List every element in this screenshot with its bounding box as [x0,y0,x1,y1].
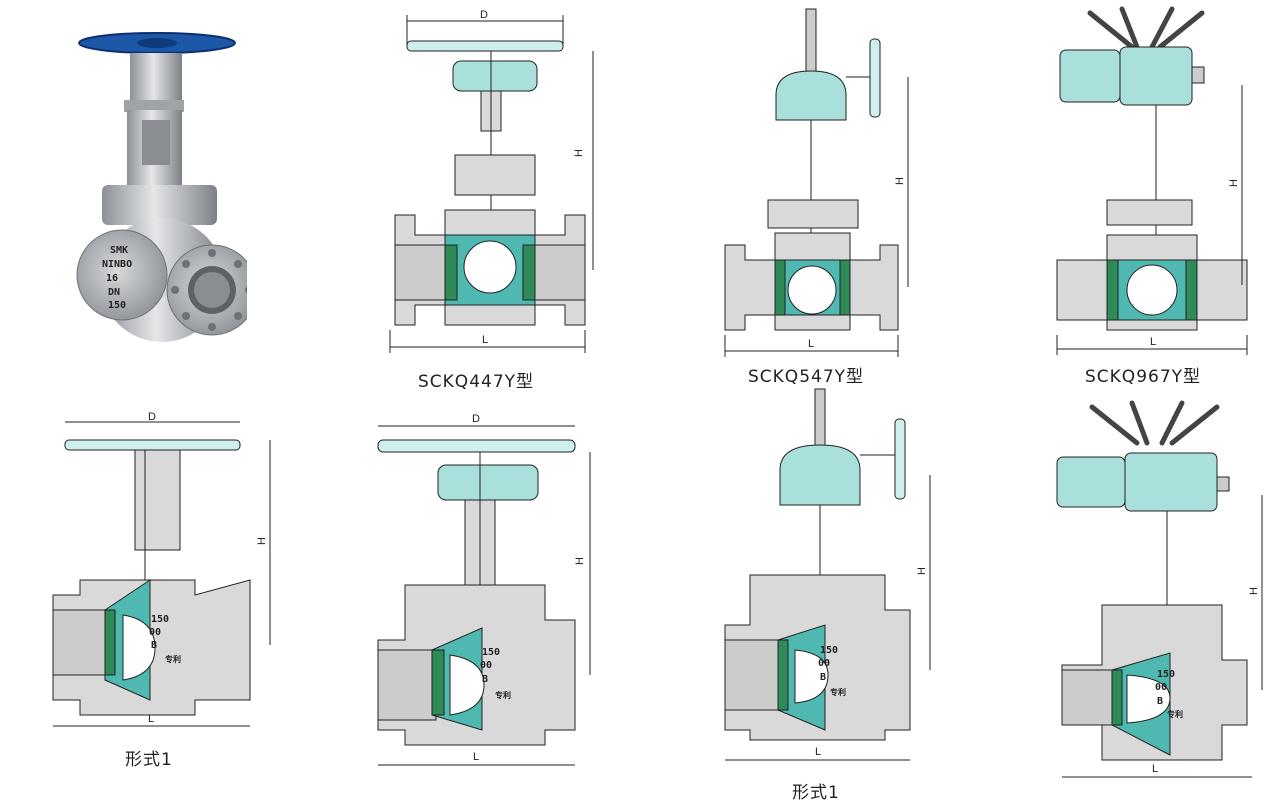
dim-l-label: L [482,334,488,346]
stamp-line-4: 专利 [830,687,846,697]
drawing-form1-large-handwheel: D 150 00 B 专利 H L [377,413,591,766]
dim-h-label: H [573,149,585,157]
drawing-electric-actuator: 150 00 B 专利 H L [1056,400,1263,778]
stamp-line-2: 00 [149,627,161,638]
caption-sckq547y: SCKQ547Y型 [748,367,865,387]
stamp-line-1: 150 [1157,669,1175,680]
drawing-sckq447y: D H L [389,9,594,353]
drawing-form1-handwheel: D 150 00 B 专利 H L [52,411,271,727]
gearbox-handwheel [869,38,881,118]
inlet-flange [76,229,168,321]
dim-h-label: H [574,557,586,565]
electric-motor [1059,49,1121,103]
drawing-sckq967y: H L [1056,6,1248,355]
stamp-line-4: 专利 [1167,709,1183,719]
dim-l-label: L [808,338,814,350]
nameplate-line-1: SMK [110,245,128,256]
dim-l-label: L [473,751,479,763]
caption-form1-right: 形式1 [792,783,840,803]
nameplate-line-5: 150 [108,300,126,311]
caption-sckq967y: SCKQ967Y型 [1085,367,1202,387]
stamp-line-1: 150 [820,645,838,656]
nameplate-line-3: 16 [106,273,118,284]
dim-d-label: D [480,9,488,21]
dim-l-label: L [1150,336,1156,348]
dim-h-label: H [256,537,268,545]
stamp-line-3: B [151,640,157,651]
stamp-line-4: 专利 [165,654,181,664]
stamp-line-1: 150 [151,614,169,625]
caption-sckq447y: SCKQ447Y型 [418,372,535,392]
drawing-form1-gearbox: 150 00 B 专利 H L [724,388,931,761]
caption-form1-left: 形式1 [125,750,173,770]
stamp-line-2: 00 [480,660,492,671]
handwheel [64,439,241,451]
electric-motor [1056,456,1126,508]
dim-h-label: H [1228,179,1240,187]
stamp-line-3: B [482,674,488,685]
dim-l-label: L [815,746,821,758]
gate-valve-photo: SMK NINBO 16 DN 150 [76,32,247,342]
dim-h-label: H [1248,587,1260,595]
dim-h-label: H [916,567,928,575]
nameplate-line-4: DN [108,287,120,298]
dim-l-label: L [148,713,154,725]
stamp-line-2: 00 [818,658,830,669]
dim-l-label: L [1152,763,1158,775]
drawing-sckq547y: H L [724,8,909,357]
nameplate-line-2: NINBO [102,259,132,270]
stamp-line-1: 150 [482,647,500,658]
dim-d-label: D [148,411,156,423]
stamp-line-4: 专利 [495,690,511,700]
dim-d-label: D [472,413,480,425]
stamp-line-3: B [1157,696,1163,707]
handwheel [377,439,576,453]
dim-h-label: H [894,177,906,185]
stamp-line-3: B [820,672,826,683]
handwheel [406,40,564,52]
stamp-line-2: 00 [1155,682,1167,693]
gearbox-handwheel [894,418,906,500]
